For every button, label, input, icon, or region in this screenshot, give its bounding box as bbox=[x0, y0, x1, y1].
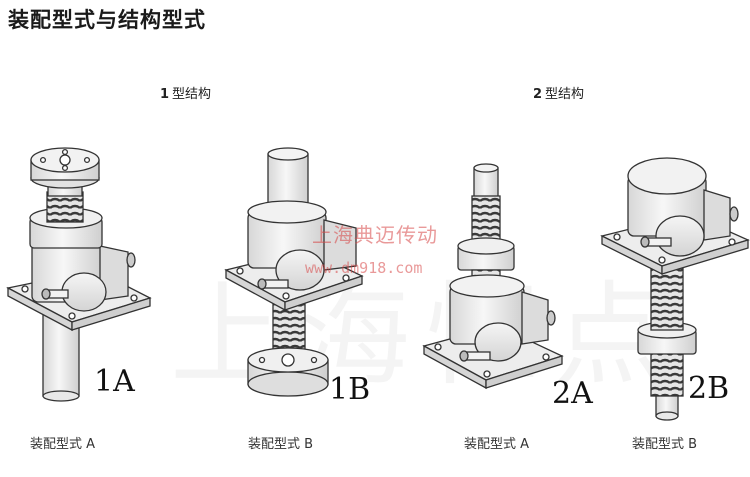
jack-1a-drawing bbox=[6, 147, 152, 402]
variant-caption-1a: 装配型式 A bbox=[30, 437, 96, 452]
url-watermark: www.dm918.com bbox=[305, 259, 423, 277]
jack-1b-drawing bbox=[224, 147, 364, 397]
variant-caption-2b: 装配型式 B bbox=[632, 437, 698, 452]
company-watermark: 上海典迈传动 bbox=[312, 223, 438, 247]
variant-caption-2a: 装配型式 A bbox=[464, 437, 530, 452]
variant-caption-1b: 装配型式 B bbox=[248, 437, 314, 452]
jack-2b-drawing bbox=[600, 157, 750, 421]
variant-label-1a: 1A bbox=[94, 364, 135, 399]
variant-label-2a: 2A bbox=[552, 376, 593, 411]
variant-label-2b: 2B bbox=[688, 371, 730, 406]
page-title: 装配型式与结构型式 bbox=[8, 8, 206, 32]
variant-label-1b: 1B bbox=[329, 372, 371, 407]
jack-2a-drawing bbox=[422, 163, 564, 390]
